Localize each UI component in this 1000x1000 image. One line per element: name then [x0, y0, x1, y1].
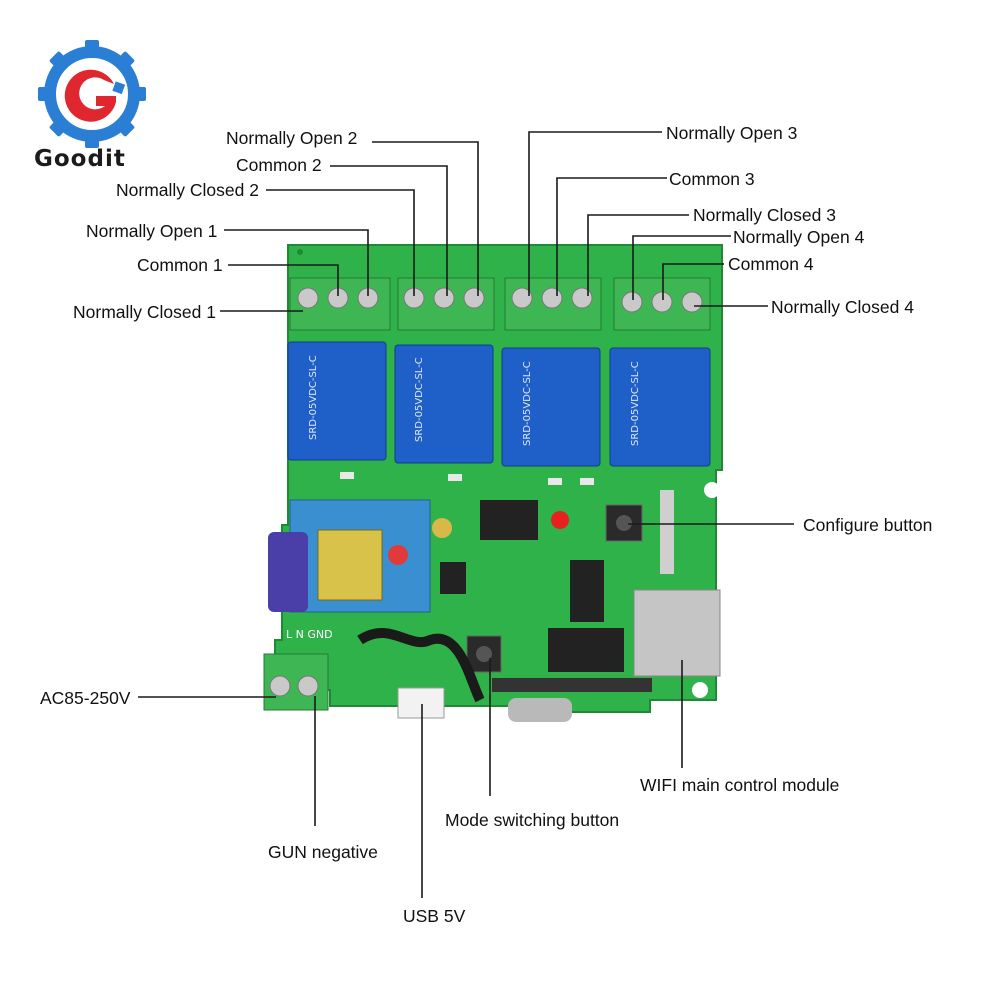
terminal-block-1: [289, 277, 391, 331]
relay-1-model: SRD-05VDC-SL-C: [308, 355, 319, 440]
usb-connector: [397, 687, 445, 719]
label-common-4: Common 4: [728, 254, 814, 274]
g-letter-icon: [64, 69, 116, 122]
power-pins-silk: L N GND: [286, 628, 333, 641]
callout-lines: [138, 131, 794, 898]
label-common-3: Common 3: [669, 169, 755, 189]
antenna-coil: [357, 628, 485, 703]
relay-4-model: SRD-05VDC-SL-C: [630, 361, 641, 446]
label-normally-open-2: Normally Open 2: [226, 128, 358, 148]
brand-logo: [38, 40, 146, 148]
label-configure-button: Configure button: [803, 515, 933, 535]
label-usb-5v: USB 5V: [403, 906, 466, 926]
gear-icon: [38, 40, 146, 148]
label-wifi-module: WIFI main control module: [640, 775, 840, 795]
terminal-block-4: [613, 277, 711, 331]
relay-3: [501, 347, 601, 467]
wifi-module: [633, 589, 721, 677]
label-ac-input: AC85-250V: [40, 688, 131, 708]
label-normally-closed-3: Normally Closed 3: [693, 205, 836, 225]
label-normally-open-3: Normally Open 3: [666, 123, 798, 143]
label-normally-open-4: Normally Open 4: [733, 227, 865, 247]
label-normally-open-1: Normally Open 1: [86, 221, 218, 241]
label-normally-closed-4: Normally Closed 4: [771, 297, 914, 317]
relay-3-model: SRD-05VDC-SL-C: [522, 361, 533, 446]
label-common-1: Common 1: [137, 255, 223, 275]
label-normally-closed-2: Normally Closed 2: [116, 180, 259, 200]
relay-2: [394, 344, 494, 464]
label-mode-button: Mode switching button: [445, 810, 620, 830]
label-normally-closed-1: Normally Closed 1: [73, 302, 216, 322]
brand-name: Goodit: [34, 146, 126, 172]
label-common-2: Common 2: [236, 155, 322, 175]
terminal-block-2: [397, 277, 495, 331]
terminal-block-3: [504, 277, 602, 331]
relay-1: [287, 341, 387, 461]
label-gnd-negative: GUN negative: [268, 842, 378, 862]
relay-2-model: SRD-05VDC-SL-C: [414, 357, 425, 442]
relay-4: [609, 347, 711, 467]
